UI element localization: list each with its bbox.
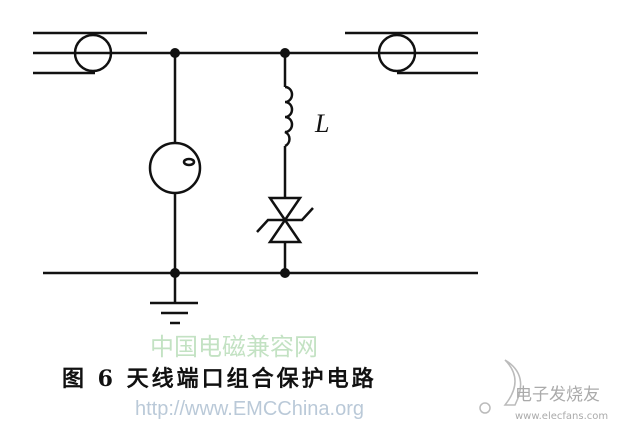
gas-discharge-tube bbox=[148, 53, 202, 273]
logo-url: www.elecfans.com bbox=[515, 411, 609, 422]
inductor bbox=[283, 53, 294, 198]
ground-icon bbox=[150, 273, 198, 325]
watermark-url: http://www.EMCChina.org bbox=[135, 398, 364, 420]
logo-icon bbox=[479, 359, 522, 414]
tvs-diode bbox=[256, 196, 314, 273]
watermark-cn: 中国电磁兼容网 bbox=[150, 333, 318, 361]
logo-text: 电子发烧友 bbox=[515, 385, 600, 405]
inductor-label: L bbox=[314, 109, 329, 138]
figure-caption: 图 6 天线端口组合保护电路 bbox=[62, 366, 377, 392]
junction-dots bbox=[170, 48, 290, 278]
